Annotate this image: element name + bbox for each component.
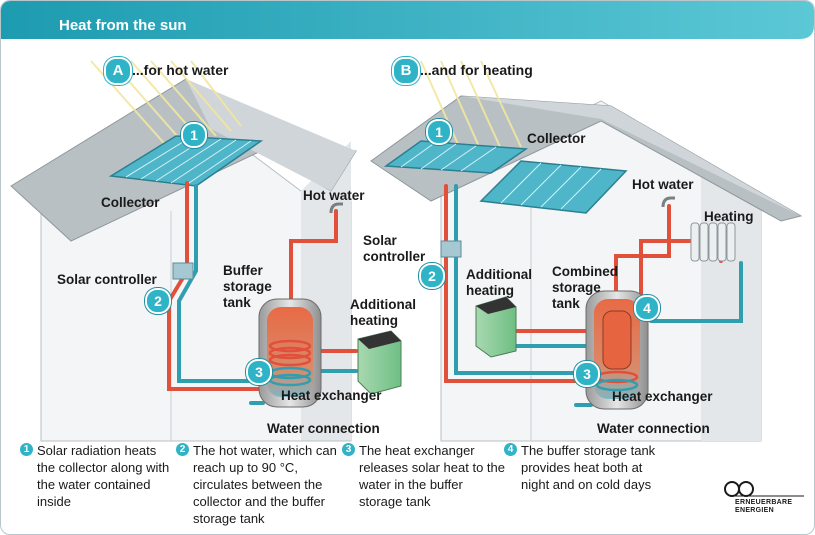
collector-panel-b-left bbox=[383, 140, 529, 174]
badge-3-a: 3 bbox=[246, 359, 272, 385]
house-b bbox=[370, 60, 803, 442]
badge-1-a: 1 bbox=[181, 122, 207, 148]
legend-number: 3 bbox=[342, 443, 355, 456]
label-buffer-storage-tank-a: Buffer storage tank bbox=[223, 263, 272, 310]
label-heating-b: Heating bbox=[704, 209, 754, 224]
legend-text: The heat exchanger releases solar heat t… bbox=[359, 443, 505, 509]
legend-number: 2 bbox=[176, 443, 189, 456]
badge-2-b: 2 bbox=[419, 263, 445, 289]
solar-controller-a bbox=[172, 262, 194, 280]
badge-4-b: 4 bbox=[634, 295, 660, 321]
radiator-b bbox=[690, 222, 736, 262]
label-hot-water-b: Hot water bbox=[632, 177, 694, 192]
page-title: Heat from the sun bbox=[59, 17, 187, 34]
label-water-connection-b: Water connection bbox=[597, 421, 710, 436]
legend-number: 1 bbox=[20, 443, 33, 456]
badge-a: A bbox=[104, 57, 132, 85]
logo-line-1: ERNEUERBARE bbox=[735, 499, 793, 506]
legend-text: Solar radiation heats the collector alon… bbox=[37, 443, 170, 509]
legend-number: 4 bbox=[504, 443, 517, 456]
label-hot-water-a: Hot water bbox=[303, 188, 365, 203]
header-bar bbox=[1, 1, 814, 39]
headline-a: ...for hot water bbox=[132, 62, 229, 78]
header: Heat from the sun bbox=[1, 1, 814, 41]
label-heat-exchanger-b: Heat exchanger bbox=[612, 389, 713, 404]
badge-2-a: 2 bbox=[145, 288, 171, 314]
headline-b: ...and for heating bbox=[420, 62, 533, 78]
label-solar-controller-a: Solar controller bbox=[57, 272, 157, 287]
badge-1-b: 1 bbox=[426, 119, 452, 145]
collector-panel-b-right bbox=[479, 160, 628, 214]
label-water-connection-a: Water connection bbox=[267, 421, 380, 436]
house-a bbox=[10, 60, 402, 442]
logo: ERNEUERBARE ENERGIEN bbox=[735, 499, 792, 515]
label-collector-a: Collector bbox=[101, 195, 160, 210]
badge-3-b: 3 bbox=[574, 361, 600, 387]
label-additional-heating-b: Additional heating bbox=[466, 267, 532, 298]
badge-b: B bbox=[392, 57, 420, 85]
logo-line-2: ENERGIEN bbox=[735, 507, 774, 514]
legend-text: The buffer storage tank provides heat bo… bbox=[521, 443, 656, 492]
label-combined-storage-tank-b: Combined storage tank bbox=[552, 264, 618, 311]
label-heat-exchanger-a: Heat exchanger bbox=[281, 388, 382, 403]
label-collector-b: Collector bbox=[527, 131, 586, 146]
logo-mark bbox=[724, 481, 754, 497]
solar-controller-b bbox=[440, 240, 462, 258]
label-additional-heating-a: Additional heating bbox=[350, 297, 416, 328]
legend-text: The hot water, which can reach up to 90 … bbox=[193, 443, 337, 526]
label-solar-controller-b: Solar controller bbox=[363, 233, 426, 264]
